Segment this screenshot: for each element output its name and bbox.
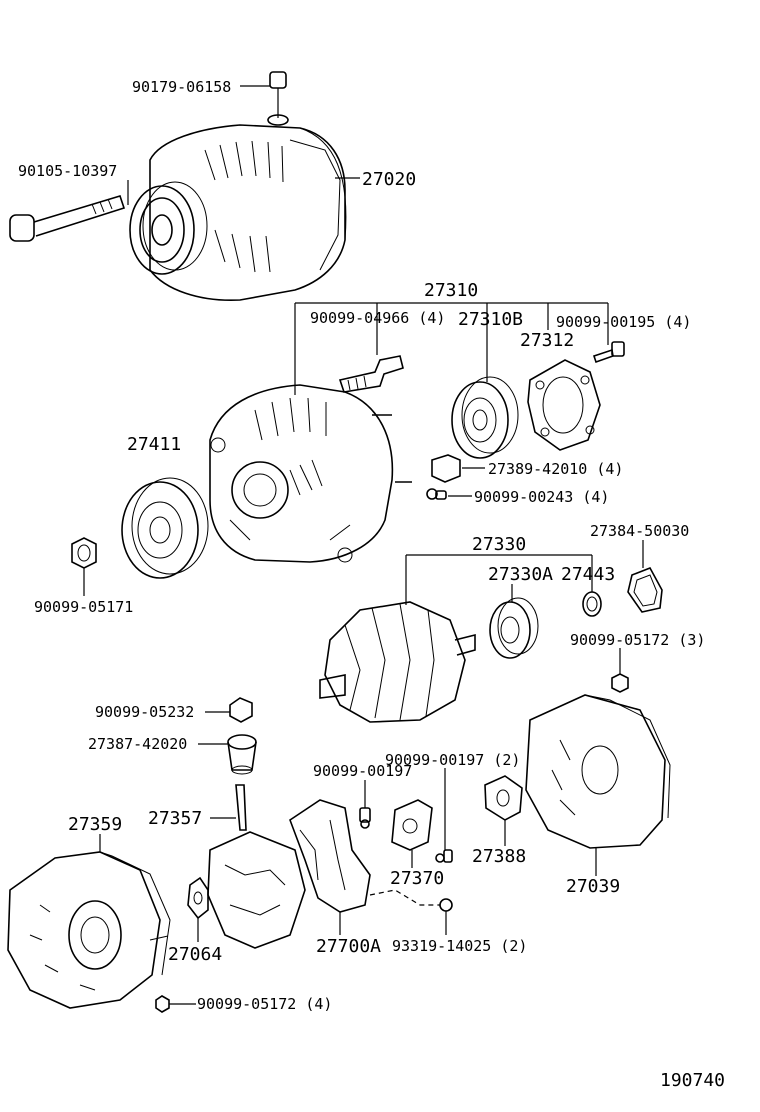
label-terminal-insulator-b: 27388	[472, 846, 526, 867]
ring-27384	[627, 566, 663, 613]
nut-05172-4	[155, 995, 170, 1013]
label-insulator-42020: 27387-42020	[88, 735, 187, 753]
brush-holder-27370	[391, 799, 433, 851]
leader-lines	[83, 85, 644, 1005]
screw-00195	[592, 341, 625, 364]
bearing-27330a	[489, 597, 539, 659]
terminal-insulator-27389	[431, 454, 461, 483]
label-screw-plate: 90099-00195 (4)	[556, 313, 691, 331]
label-ring-27384: 27384-50030	[590, 522, 689, 540]
insulator-27064	[187, 876, 209, 920]
ring-27443	[582, 591, 602, 617]
label-nut-05232: 90099-05232	[95, 703, 194, 721]
label-rotor-assy: 27330	[472, 534, 526, 555]
screw-00197	[359, 807, 371, 829]
label-rear-cover: 27039	[566, 876, 620, 897]
stud-bolt	[338, 355, 404, 393]
clip-93319	[439, 898, 453, 912]
label-retainer-plate: 27312	[520, 330, 574, 351]
rotor-assembly	[319, 601, 476, 723]
rear-frame-27359	[7, 851, 171, 1009]
figure-number: 190740	[660, 1070, 725, 1091]
label-clip: 93319-14025 (2)	[392, 937, 527, 955]
screw-00243	[426, 488, 447, 500]
label-insulator-27064: 27064	[168, 944, 222, 965]
nut-05172-3	[611, 673, 629, 693]
label-drive-end-assy: 27310	[424, 280, 478, 301]
screw-00197-2	[435, 849, 453, 863]
label-screw-00197-2: 90099-00197 (2)	[385, 751, 520, 769]
label-ring-27443: 27443	[561, 564, 615, 585]
insulator-42020	[227, 734, 257, 775]
nut-05232	[229, 697, 253, 723]
pulley-27411	[121, 477, 209, 579]
label-alternator: 27020	[362, 169, 416, 190]
regulator-27700a	[289, 799, 371, 913]
label-nut-05172-3: 90099-05172 (3)	[570, 631, 705, 649]
label-bearing-b: 27310B	[458, 309, 523, 330]
alternator-assembly	[9, 71, 347, 302]
label-pulley: 27411	[127, 434, 181, 455]
retainer-plate-27312	[527, 359, 601, 451]
label-bolt-top: 90179-06158	[132, 78, 231, 96]
label-regulator: 27700A	[316, 936, 381, 957]
label-screw-00197: 90099-00197	[313, 762, 412, 780]
label-screw-small: 90099-00243 (4)	[474, 488, 609, 506]
label-bearing-a: 27330A	[488, 564, 553, 585]
label-bolt-mount: 90105-10397	[18, 162, 117, 180]
part-labels: 90179-06158 90105-10397 27020 27310 9009…	[18, 78, 725, 1091]
drive-end-frame	[209, 384, 412, 563]
terminal-insulator-27388	[484, 775, 523, 821]
bearing-27310b	[451, 376, 519, 459]
label-terminal-insulator: 27389-42010 (4)	[488, 460, 623, 478]
pulley-nut	[71, 537, 97, 569]
label-pulley-nut: 90099-05171	[34, 598, 133, 616]
label-rectifier-holder: 27357	[148, 808, 202, 829]
label-nut-05172-4: 90099-05172 (4)	[197, 995, 332, 1013]
label-stud: 90099-04966 (4)	[310, 309, 445, 327]
rectifier-holder-27357	[207, 784, 306, 949]
rear-cover-27039	[525, 694, 671, 849]
label-rear-frame: 27359	[68, 814, 122, 835]
label-brush-holder: 27370	[390, 868, 444, 889]
